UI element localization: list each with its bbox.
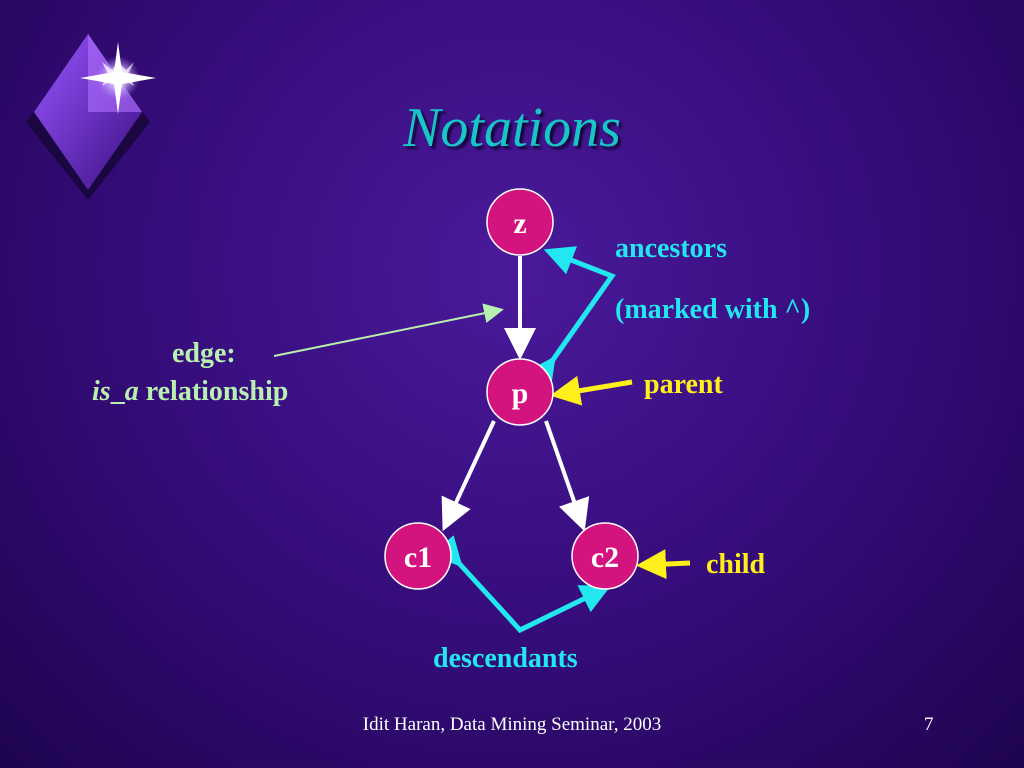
parent-label: parent bbox=[644, 369, 723, 400]
node-c2: c2 bbox=[571, 522, 639, 590]
descendants-label: descendants bbox=[433, 643, 578, 674]
isa-relationship-text: relationship bbox=[138, 376, 289, 407]
child-pointer-arrow bbox=[636, 549, 691, 580]
node-z-label: z bbox=[513, 207, 526, 240]
node-c2-label: c2 bbox=[591, 541, 619, 574]
page-number: 7 bbox=[924, 714, 934, 735]
descendants-arrow bbox=[431, 535, 611, 634]
isa-a-text: a bbox=[124, 376, 139, 407]
node-c1-label: c1 bbox=[404, 541, 432, 574]
edge-p-c1 bbox=[441, 420, 496, 532]
node-p-label: p bbox=[512, 377, 529, 410]
isa-is-text: is bbox=[92, 376, 111, 407]
isa-underscore-text: _ bbox=[110, 376, 125, 407]
edge-pointer-arrow bbox=[273, 303, 504, 357]
slide-footer: Idit Haran, Data Mining Seminar, 2003 bbox=[362, 714, 662, 735]
ancestors-note-label: (marked with ^) bbox=[615, 294, 811, 325]
node-p: p bbox=[486, 358, 554, 426]
ancestors-label: ancestors bbox=[615, 233, 727, 264]
slide-title: Notations bbox=[403, 97, 621, 159]
edge-heading-label: edge: bbox=[172, 338, 236, 369]
edge-p-c2 bbox=[544, 420, 590, 532]
edge-isa-relationship-label: is_a relationship bbox=[92, 376, 288, 408]
node-z: z bbox=[486, 188, 554, 256]
child-label: child bbox=[706, 549, 766, 580]
parent-pointer-arrow bbox=[550, 375, 633, 406]
ancestors-arrow bbox=[526, 246, 616, 389]
node-c1: c1 bbox=[384, 522, 452, 590]
